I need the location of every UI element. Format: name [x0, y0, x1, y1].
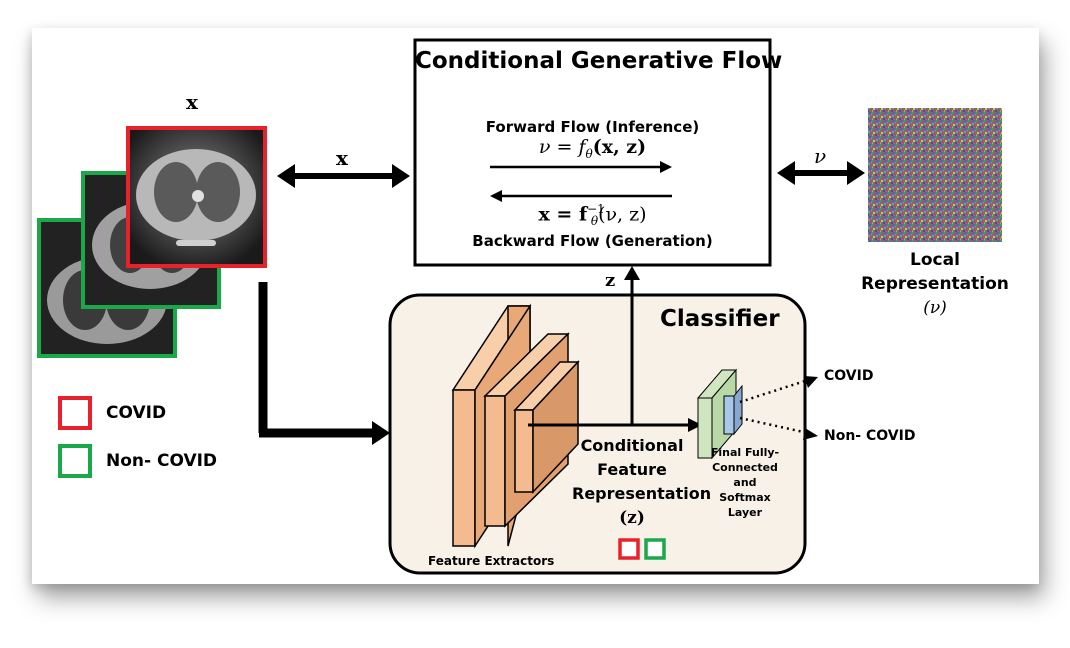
legend-covid-swatch — [58, 396, 92, 430]
features-to-fc-arrow — [528, 418, 702, 432]
legend-covid-label: COVID — [106, 403, 167, 423]
output-non-covid-label: Non- COVID — [824, 428, 916, 444]
ct-to-classifier-arrow — [258, 282, 390, 445]
cond-line4: (z) — [619, 508, 645, 528]
input-x-label: x — [186, 90, 198, 114]
fc-line1: Final Fully- — [710, 446, 780, 459]
local-representation-noise-image — [868, 108, 1002, 242]
cond-line3: Representation — [572, 484, 712, 503]
fc-line2: Connected — [712, 461, 778, 474]
legend-non-covid-label: Non- COVID — [106, 451, 218, 471]
local-line2: Representation — [861, 274, 1009, 294]
fc-line5: Layer — [727, 506, 763, 519]
flow-box — [413, 38, 772, 267]
flow-title: Conditional Generative Flow — [415, 48, 783, 74]
local-line3: (ν) — [923, 298, 947, 318]
output-covid-label: COVID — [824, 368, 874, 384]
fc-layer — [696, 368, 743, 460]
feature-extractors-label: Feature Extractors — [428, 554, 555, 568]
backward-flow-label: Backward Flow (Generation) — [472, 232, 713, 250]
forward-arrow — [490, 161, 672, 173]
cond-line1: Conditional — [580, 436, 684, 455]
local-line1: Local — [910, 250, 960, 270]
ct-scan-covid-front — [126, 126, 267, 268]
z-arrow-label: z — [605, 270, 616, 291]
legend-non-covid-swatch — [58, 444, 92, 478]
x-double-arrow — [277, 164, 410, 188]
z-non-covid-swatch — [644, 538, 666, 560]
z-covid-swatch — [618, 538, 640, 560]
forward-flow-label: Forward Flow (Inference) — [485, 118, 700, 136]
nu-double-arrow — [777, 161, 865, 185]
nu-arrow-label: ν — [814, 144, 827, 168]
classifier-title: Classifier — [660, 306, 780, 332]
x-arrow-label: x — [336, 146, 348, 170]
fc-line4: Softmax — [719, 491, 771, 504]
feature-extractor-block-3 — [513, 360, 580, 494]
output-covid-arrow — [739, 376, 818, 404]
output-non-covid-arrow — [739, 416, 818, 440]
z-up-arrow — [624, 266, 640, 425]
backward-equation: x = f−1θ(ν, z) — [538, 202, 647, 229]
forward-equation: ν = fθ(x, z) — [538, 136, 647, 161]
backward-arrow — [490, 190, 672, 202]
fc-line3: and — [733, 476, 757, 489]
cond-line2: Feature — [597, 460, 667, 479]
